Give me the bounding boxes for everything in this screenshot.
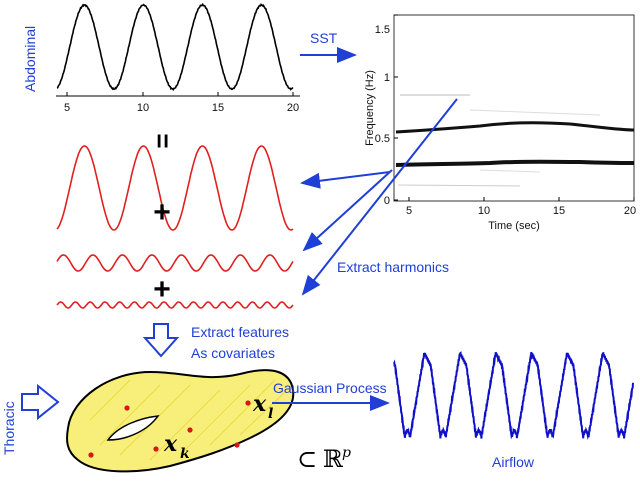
spectrogram-ylabel: Frequency (Hz) xyxy=(364,70,376,146)
harmonic-3-signal xyxy=(56,301,294,309)
abdominal-signal xyxy=(56,2,294,92)
plus-sign-2: + xyxy=(153,273,171,306)
manifold: x l x k xyxy=(66,369,295,473)
airflow-label: Airflow xyxy=(492,454,535,470)
airflow-plot: Airflow xyxy=(393,351,634,470)
spectrogram-frame xyxy=(393,14,635,202)
abdominal-plot: Abdominal 5 10 15 20 xyxy=(22,2,300,114)
plus-sign-1: + xyxy=(153,196,171,229)
point xyxy=(88,452,94,458)
spectrogram-plot: 0 0.5 1 1.5 5 10 15 20 Time (sec) Freque… xyxy=(364,14,636,232)
x-k-symbol: x xyxy=(163,431,178,457)
as-covariates-label: As covariates xyxy=(191,345,275,361)
x-k-subscript: k xyxy=(180,446,190,462)
abd-tick-10: 10 xyxy=(137,102,149,114)
sst-label: SST xyxy=(310,30,338,46)
spectrogram-y-ticks: 0 0.5 1 1.5 xyxy=(375,14,398,207)
gp-arrow-group: Gaussian Process xyxy=(272,380,390,411)
spec-xtick-20: 20 xyxy=(624,205,636,217)
manifold-hole xyxy=(106,415,160,441)
extract-harmonics-label: Extract harmonics xyxy=(337,259,449,275)
harmonic-1-signal xyxy=(56,145,294,231)
spec-ytick-0.5: 0.5 xyxy=(375,133,390,145)
spec-xtick-5: 5 xyxy=(406,205,412,217)
thoracic-label: Thoracic xyxy=(1,401,17,455)
equals-sign: = xyxy=(148,133,178,148)
spectrogram-harmonic-1 xyxy=(395,159,635,167)
thoracic-group: Thoracic xyxy=(1,383,60,455)
abd-tick-5: 5 xyxy=(64,102,70,114)
extract-features-label: Extract features xyxy=(191,324,289,340)
point xyxy=(234,442,240,448)
point xyxy=(187,427,193,433)
point xyxy=(153,446,159,452)
right-arrow-icon xyxy=(21,383,60,421)
manifold-points xyxy=(88,400,251,458)
harmonic-2-signal xyxy=(56,254,294,272)
subset-notation: ⊂ ℝ p xyxy=(297,445,351,473)
harmonic-arrows: Extract harmonics xyxy=(300,98,458,296)
spectrogram-xlabel: Time (sec) xyxy=(488,220,540,232)
point xyxy=(245,400,251,406)
abd-tick-20: 20 xyxy=(287,102,299,114)
spec-ytick-1: 1 xyxy=(384,72,390,84)
sst-arrow-group: SST xyxy=(300,30,357,63)
spectrogram-harmonic-2 xyxy=(395,121,635,134)
arrow-harmonic-2 xyxy=(302,169,393,252)
abd-tick-15: 15 xyxy=(212,102,224,114)
abdominal-x-ticks: 5 10 15 20 xyxy=(64,92,299,114)
spec-xtick-10: 10 xyxy=(478,205,490,217)
x-l-symbol: x xyxy=(252,391,267,417)
subset-symbol: ⊂ xyxy=(297,445,317,473)
real-space-symbol: ℝ xyxy=(323,445,344,473)
down-arrow-icon xyxy=(142,323,180,358)
abdominal-label: Abdominal xyxy=(22,26,38,92)
spec-ytick-1.5: 1.5 xyxy=(375,24,390,36)
spec-ytick-0: 0 xyxy=(384,195,390,207)
arrow-harmonic-3 xyxy=(301,98,458,296)
gaussian-process-label: Gaussian Process xyxy=(273,380,387,396)
spectrogram-x-ticks: 5 10 15 20 xyxy=(406,197,636,217)
point xyxy=(124,405,130,411)
airflow-signal xyxy=(393,351,634,440)
harmonics-group: = + + xyxy=(56,133,294,309)
x-l-subscript: l xyxy=(268,406,273,422)
space-dimension: p xyxy=(342,445,351,461)
arrow-harmonic-1 xyxy=(300,171,391,189)
manifold-shape xyxy=(66,369,295,473)
spectrogram-noise xyxy=(397,94,601,187)
spec-xtick-15: 15 xyxy=(553,205,565,217)
extract-features-group: Extract features As covariates xyxy=(142,323,289,361)
